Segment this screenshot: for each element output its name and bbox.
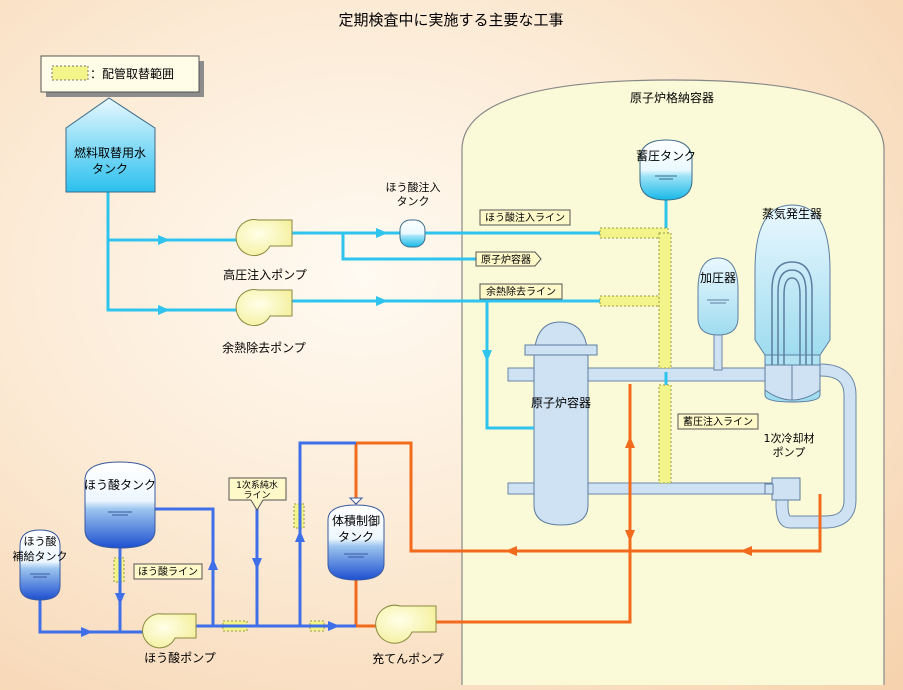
charging-pump-label: 充てんポンプ — [372, 651, 444, 666]
hp-injection-pump: 高圧注入ポンプ — [223, 219, 307, 282]
boric-injection-tank: ほう酸注入 タンク — [386, 180, 441, 248]
reactor-vessel-label: 原子炉容器 — [531, 395, 591, 410]
vct-label-2: タンク — [338, 530, 374, 544]
containment-label: 原子炉格納容器 — [630, 90, 714, 105]
rcp-label-2: ポンプ — [773, 446, 806, 459]
reactor-vessel: 原子炉容器 — [524, 321, 598, 526]
rhr-line-label: 余熱除去ライン — [486, 285, 556, 298]
reactor-coolant-pump: 1次冷却材 ポンプ — [764, 431, 815, 501]
hp-pump-label: 高圧注入ポンプ — [223, 267, 307, 282]
boric-acid-line-label: ほう酸ライン — [138, 565, 198, 578]
refueling-water-tank: 燃料取替用水 タンク — [65, 97, 156, 193]
rwst-label-2: タンク — [92, 162, 128, 176]
volume-control-tank: 体積制御 タンク — [327, 497, 385, 581]
pressurizer-label: 加圧器 — [700, 271, 736, 285]
accumulator-line-label: 蓄圧注入ライン — [683, 415, 753, 428]
boric-makeup-tank: ほう酸 補給タンク — [13, 529, 68, 601]
steam-generator-label: 蒸気発生器 — [762, 206, 822, 221]
accumulator-label: 蓄圧タンク — [636, 149, 696, 163]
to-reactor-vessel-label: 原子炉容器 — [481, 253, 531, 266]
boric-acid-pump: ほう酸ポンプ — [142, 613, 216, 665]
boric-flow-arrows — [81, 530, 340, 637]
boric-injection-line-label: ほう酸注入ライン — [485, 211, 565, 224]
bit-label-2: タンク — [397, 195, 430, 208]
primary-water-line-label-1: 1次系純水 — [236, 479, 278, 491]
boric-pump-label: ほう酸ポンプ — [144, 650, 216, 665]
legend: ：配管取替範囲 — [40, 55, 204, 97]
pressurizer: 加圧器 — [697, 257, 739, 336]
primary-water-line-callout: 1次系純水 ライン — [228, 477, 287, 511]
makeup-tank-label-2: 補給タンク — [13, 549, 68, 563]
vct-label-1: 体積制御 — [332, 513, 380, 528]
primary-water-line-label-2: ライン — [243, 490, 270, 501]
boric-acid-line-callout: ほう酸ライン — [133, 563, 203, 580]
charging-pump: 充てんポンプ — [372, 604, 444, 666]
diagram-title: 定期検査中に実施する主要な工事 — [338, 11, 563, 29]
rhr-pump: 余熱除去ポンプ — [222, 289, 306, 355]
rcp-label-1: 1次冷却材 — [764, 431, 815, 445]
legend-text: ：配管取替範囲 — [90, 66, 174, 81]
rwst-label-1: 燃料取替用水 — [74, 145, 146, 160]
rhr-pump-label: 余熱除去ポンプ — [222, 340, 306, 355]
line-label-boxes: ほう酸注入ライン 原子炉容器 余熱除去ライン 蓄圧注入ライン — [475, 209, 759, 430]
legend-swatch — [51, 65, 89, 81]
makeup-tank-label-1: ほう酸 — [24, 534, 57, 548]
boric-acid-tank: ほう酸タンク — [84, 461, 156, 549]
charging-flow-arrows — [505, 436, 752, 556]
accumulator-tank: 蓄圧タンク — [636, 139, 696, 201]
steam-generator: 蒸気発生器 — [754, 204, 831, 403]
boric-acid-tank-label: ほう酸タンク — [84, 477, 156, 492]
bit-label-1: ほう酸注入 — [386, 180, 441, 194]
